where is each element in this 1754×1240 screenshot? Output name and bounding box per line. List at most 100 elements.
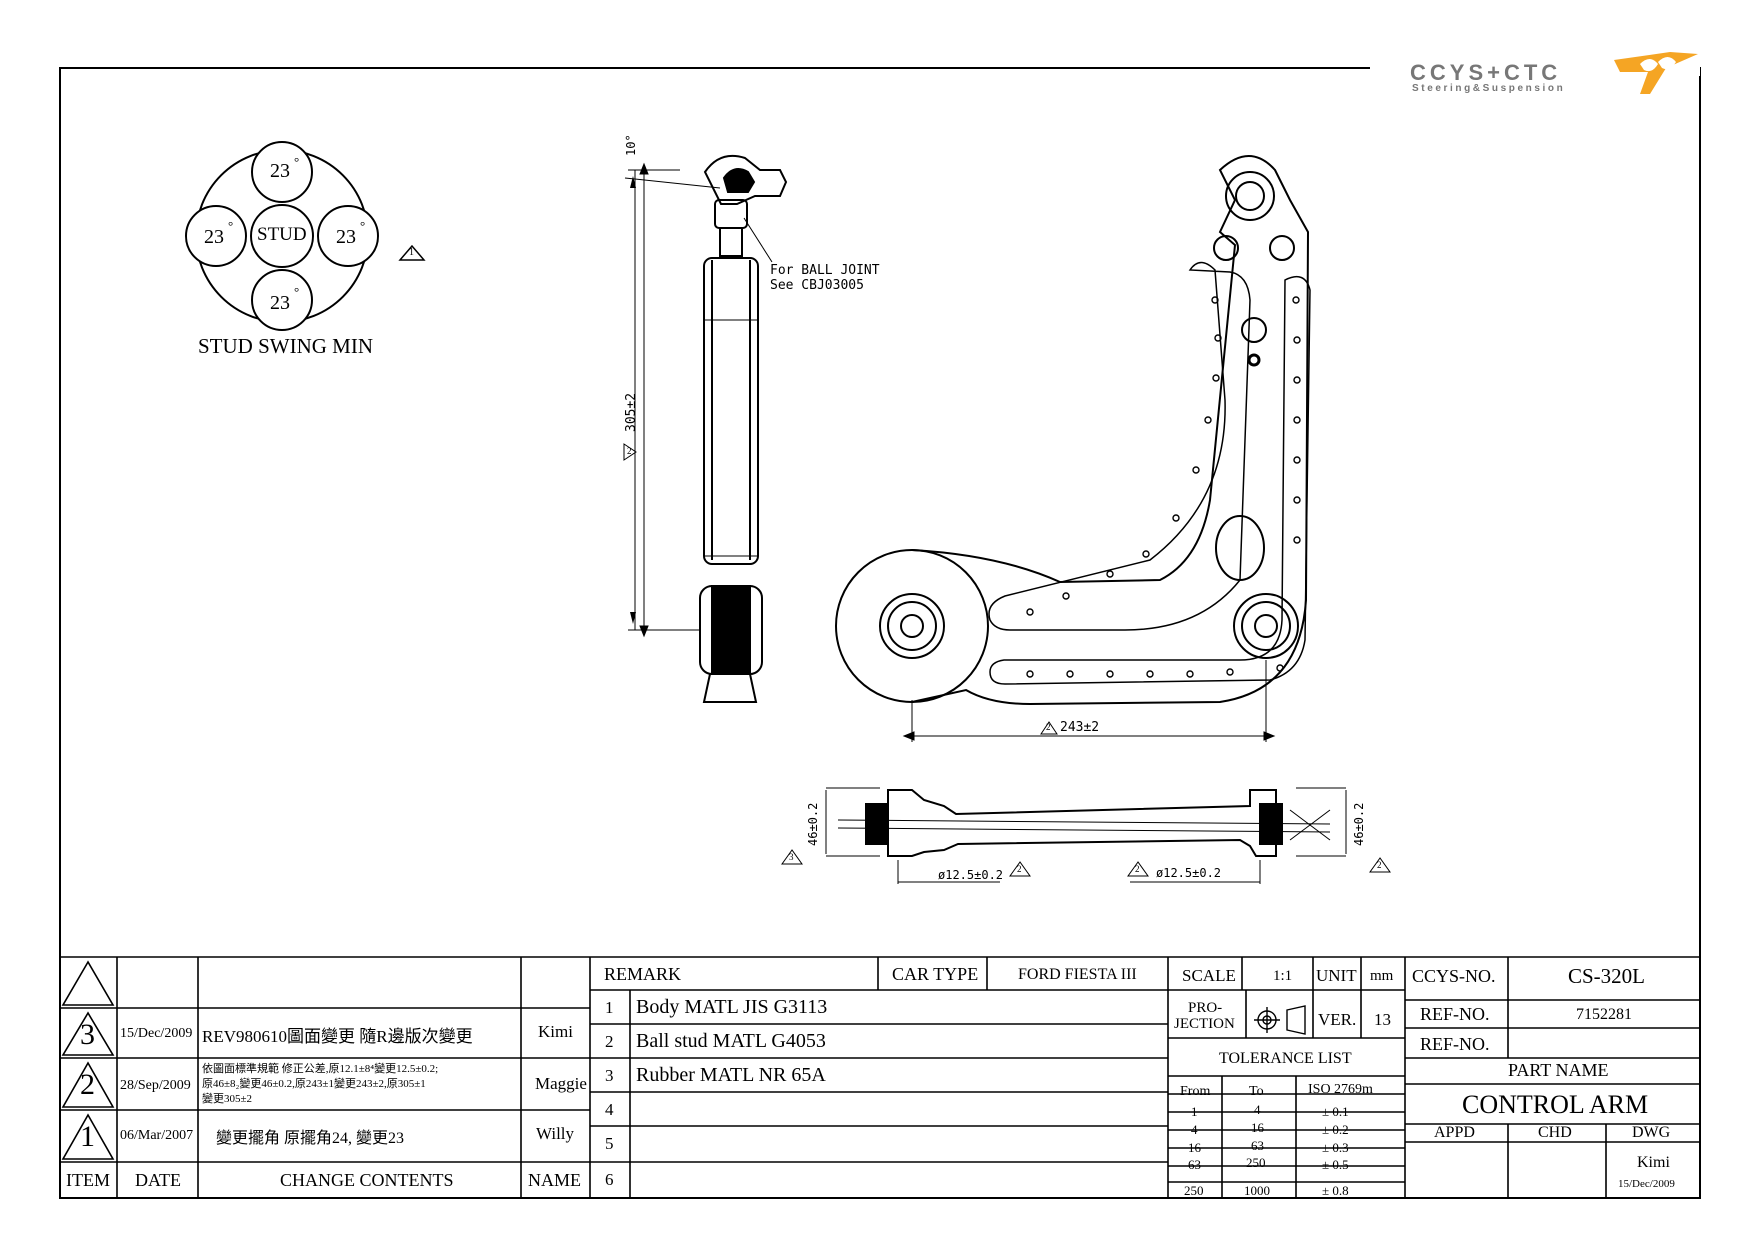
remark-no-1: 1 xyxy=(605,998,614,1017)
tol-row-1-to: 4 xyxy=(1254,1102,1261,1117)
title-block-grid xyxy=(59,956,1701,1199)
rev-row1-item: 1 xyxy=(80,1120,95,1153)
chd-label: CHD xyxy=(1538,1124,1572,1141)
tol-header-from: From xyxy=(1180,1084,1211,1099)
stud-angle-left: 23 xyxy=(204,226,224,248)
dim-243-flag: 2 xyxy=(1046,722,1051,732)
stud-right-circle xyxy=(317,205,379,267)
rev-row2-contents-1: 依圖面標準規範 修正公差,原12.1±8⁴變更12.5±0.2; xyxy=(202,1063,439,1075)
tol-row-2-from: 4 xyxy=(1191,1122,1198,1137)
part-name-label: PART NAME xyxy=(1508,1060,1609,1080)
logo-tagline: Steering&Suspension xyxy=(1412,83,1566,94)
rev-row2-name: Maggie xyxy=(535,1074,587,1093)
side-view xyxy=(624,154,788,703)
part-name-value: CONTROL ARM xyxy=(1462,1090,1649,1119)
tol-header-to: To xyxy=(1249,1084,1264,1099)
scale-value: 1:1 xyxy=(1273,968,1293,984)
tol-header-iso: ISO 2769m xyxy=(1308,1082,1373,1097)
rev-row2-date: 28/Sep/2009 xyxy=(120,1078,191,1093)
dim-46-right: 46±0.2 xyxy=(1352,802,1366,846)
tol-row-3-to: 63 xyxy=(1251,1138,1264,1153)
bottom-view xyxy=(837,789,1331,857)
remark-no-3: 3 xyxy=(605,1066,614,1085)
stud-angle-right: 23 xyxy=(336,226,356,248)
remark-label: REMARK xyxy=(604,964,682,984)
ball-joint-angle: 10° xyxy=(624,134,638,156)
dia-right-label: ø12.5±0.2 xyxy=(1156,866,1222,880)
ref-no-label: REF-NO. xyxy=(1420,1004,1490,1024)
dim-46-left: 46±0.2 xyxy=(806,802,820,846)
dim-305 xyxy=(623,162,649,638)
tol-row-4-to: 250 xyxy=(1246,1155,1266,1170)
stud-top-circle xyxy=(251,141,313,203)
ccys-no-value: CS-320L xyxy=(1568,964,1646,988)
remark-no-6: 6 xyxy=(605,1170,614,1189)
rev-row3-date: 15/Dec/2009 xyxy=(120,1026,193,1041)
stud-angle-left-degree: ° xyxy=(228,218,234,233)
dwg-by: Kimi xyxy=(1637,1154,1670,1171)
bottom-flag-right: 2 xyxy=(1377,860,1382,870)
dim-305-flag: 2 xyxy=(627,446,632,456)
ball-joint-note-2: See CBJ03005 xyxy=(770,278,864,293)
ref-no-2-label: REF-NO. xyxy=(1420,1034,1490,1054)
stud-angle-top-degree: ° xyxy=(294,154,300,169)
plan-holes xyxy=(1026,296,1301,678)
dwg-date: 15/Dec/2009 xyxy=(1618,1178,1675,1190)
appd-label: APPD xyxy=(1434,1124,1475,1141)
tol-row-4-from: 63 xyxy=(1188,1157,1201,1172)
tol-row-3-from: 16 xyxy=(1188,1140,1201,1155)
tolerance-title: TOLERANCE LIST xyxy=(1219,1050,1352,1067)
stud-angle-right-degree: ° xyxy=(360,218,366,233)
projection-label-1: PRO- xyxy=(1188,1000,1223,1016)
scale-label: SCALE xyxy=(1182,966,1236,985)
tol-row-1-from: 1 xyxy=(1191,1104,1198,1119)
tol-row-5-tol: ± 0.8 xyxy=(1322,1183,1349,1198)
rev-row3-contents: REV980610圖面變更 隨R邊版次變更 xyxy=(202,1027,473,1046)
bottom-dims xyxy=(781,787,1391,884)
remark-text-3: Rubber MATL NR 65A xyxy=(636,1064,826,1086)
ball-joint-note-1: For BALL JOINT xyxy=(770,263,880,278)
unit-label: UNIT xyxy=(1316,966,1357,985)
rev-row1-contents: 變更擺角 原擺角24, 變更23 xyxy=(216,1130,405,1147)
rev-header-contents: CHANGE CONTENTS xyxy=(280,1170,454,1190)
tol-row-1-tol: ± 0.1 xyxy=(1322,1104,1349,1119)
car-type-value: FORD FIESTA III xyxy=(1018,966,1137,983)
drawing-frame xyxy=(59,67,1701,1199)
tol-row-5-to: 1000 xyxy=(1244,1183,1270,1198)
remark-text-2: Ball stud MATL G4053 xyxy=(636,1030,826,1052)
tol-row-3-tol: ± 0.3 xyxy=(1322,1140,1349,1155)
stud-left-circle xyxy=(185,205,247,267)
ver-value: 13 xyxy=(1374,1010,1391,1029)
remark-no-5: 5 xyxy=(605,1134,614,1153)
rev-row3-name: Kimi xyxy=(538,1022,573,1041)
dim-243 xyxy=(902,721,1276,741)
unit-value: mm xyxy=(1370,968,1394,984)
rev-row1-date: 06/Mar/2007 xyxy=(120,1128,194,1143)
tol-row-2-to: 16 xyxy=(1251,1120,1264,1135)
rev-row2-contents-3: 變更305±2 xyxy=(202,1093,253,1105)
stud-rev-flag-number: 1 xyxy=(409,247,414,258)
rev-flag-triangle xyxy=(398,244,426,261)
stud-angle-bottom: 23 xyxy=(270,292,290,314)
remark-text-1: Body MATL JIS G3113 xyxy=(636,996,828,1018)
rev-header-date: DATE xyxy=(135,1170,181,1190)
logo-brand: CCYS+CTC xyxy=(1410,60,1562,85)
ref-no-value: 7152281 xyxy=(1576,1006,1632,1023)
stud-swing-diagram xyxy=(185,141,379,331)
dia-left-label: ø12.5±0.2 xyxy=(938,868,1004,882)
stud-angle-top: 23 xyxy=(270,160,290,182)
tol-row-2-tol: ± 0.2 xyxy=(1322,1122,1349,1137)
rev-header-item: ITEM xyxy=(66,1170,110,1190)
stud-center-label: STUD xyxy=(257,224,307,245)
ver-label: VER. xyxy=(1318,1010,1357,1029)
rev-row1-name: Willy xyxy=(536,1124,575,1143)
stud-swing-caption: STUD SWING MIN xyxy=(198,334,373,358)
dwg-label: DWG xyxy=(1632,1124,1671,1141)
remark-no-4: 4 xyxy=(605,1100,614,1119)
rev-row2-contents-2: 原46±8₂變更46±0.2,原243±1變更243±2,原305±1 xyxy=(202,1078,426,1090)
bottom-flag-mid1: 2 xyxy=(1017,864,1022,874)
bottom-flag-mid2: 2 xyxy=(1135,864,1140,874)
revision-triangles xyxy=(61,960,115,1160)
stud-bottom-circle xyxy=(251,269,313,331)
